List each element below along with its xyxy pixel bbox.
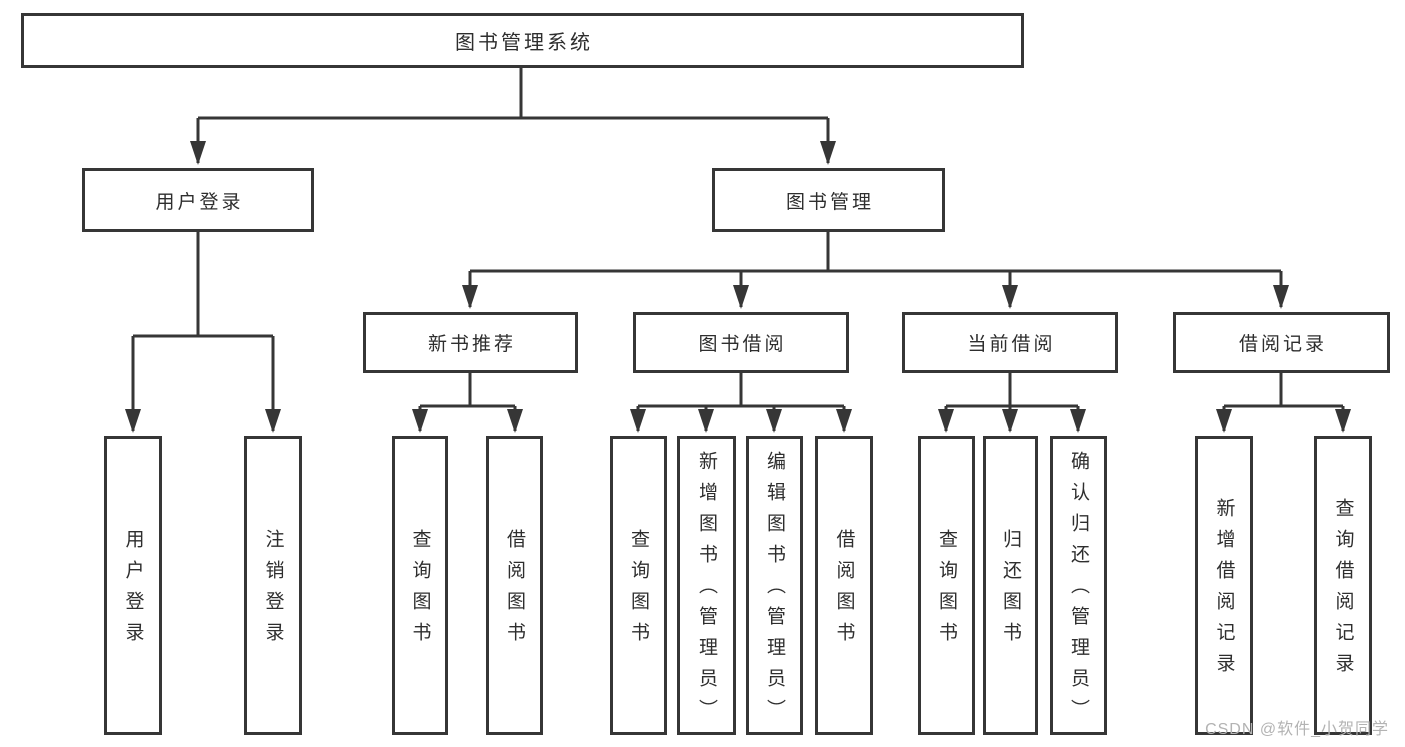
leaf-query-borrow-record: 查询借阅记录: [1314, 436, 1372, 735]
leaf-user-login: 用户登录: [104, 436, 162, 735]
leaf-logout: 注销登录: [244, 436, 302, 735]
node-book-management-system: 图书管理系统: [21, 13, 1024, 68]
node-user-login-branch: 用户登录: [82, 168, 314, 232]
leaf-edit-books-admin: 编辑图书（管理员）: [746, 436, 803, 735]
leaf-confirm-return-admin: 确认归还（管理员）: [1050, 436, 1107, 735]
leaf-query-books-current: 查询图书: [918, 436, 975, 735]
leaf-query-books-borrowing: 查询图书: [610, 436, 667, 735]
csdn-watermark: CSDN @软件_小贺同学: [1205, 721, 1389, 738]
leaf-borrow-books-recommend: 借阅图书: [486, 436, 543, 735]
leaf-add-books-admin: 新增图书（管理员）: [677, 436, 736, 735]
leaf-borrow-books-borrowing: 借阅图书: [815, 436, 873, 735]
node-book-management-branch: 图书管理: [712, 168, 945, 232]
node-borrowing-records: 借阅记录: [1173, 312, 1390, 373]
node-current-borrowing: 当前借阅: [902, 312, 1118, 373]
node-new-book-recommend: 新书推荐: [363, 312, 578, 373]
leaf-query-books-recommend: 查询图书: [392, 436, 448, 735]
leaf-add-borrow-record: 新增借阅记录: [1195, 436, 1253, 735]
node-book-borrowing: 图书借阅: [633, 312, 849, 373]
leaf-return-books: 归还图书: [983, 436, 1038, 735]
